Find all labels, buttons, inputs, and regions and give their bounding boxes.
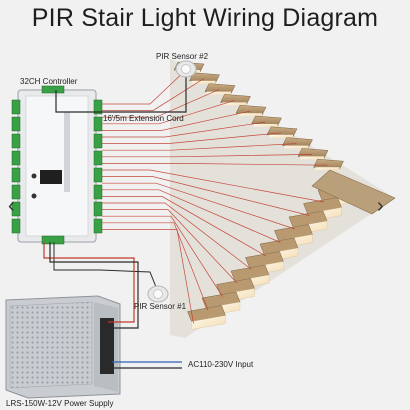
power-supply-unit xyxy=(5,295,121,399)
terminal xyxy=(93,201,103,217)
step-light xyxy=(269,134,293,138)
pir-sensor-1-label: PIR Sensor #1 xyxy=(134,302,187,311)
terminal xyxy=(93,184,103,200)
step-wire xyxy=(102,209,238,284)
step-wire xyxy=(102,163,328,166)
pir1-cable xyxy=(53,242,159,293)
controller-to-stair-wires xyxy=(102,67,328,324)
pir-sensor-1 xyxy=(147,285,169,303)
step-wire xyxy=(102,189,281,243)
step-wire xyxy=(102,215,223,297)
step-wire xyxy=(102,67,189,105)
lower-stair-steps xyxy=(187,183,357,330)
step-wire xyxy=(102,121,266,138)
step-wire xyxy=(102,78,204,111)
extension-cord-label: 16'/5m Extension Cord xyxy=(103,114,184,123)
dc-red-wire xyxy=(43,242,135,323)
step-wire xyxy=(102,222,209,311)
terminal xyxy=(93,99,103,115)
stair-landing xyxy=(311,169,396,215)
step-wire xyxy=(102,196,267,257)
terminal xyxy=(11,167,21,183)
page-title: PIR Stair Light Wiring Diagram xyxy=(31,4,379,32)
step-light xyxy=(191,80,216,84)
pir-sensor-2 xyxy=(175,60,197,78)
terminal xyxy=(11,116,21,132)
power-supply-label: LRS-150W-12V Power Supply xyxy=(6,399,114,408)
terminal xyxy=(93,150,103,166)
step-wire xyxy=(102,110,251,131)
step-wire xyxy=(102,169,325,203)
step-wire xyxy=(102,100,235,125)
controller-unit xyxy=(11,85,103,245)
terminal-block-left xyxy=(11,99,21,234)
pir-sensor-2-label: PIR Sensor #2 xyxy=(156,52,209,61)
terminal xyxy=(93,167,103,183)
terminal xyxy=(11,133,21,149)
step-light xyxy=(284,145,309,149)
power-supply-terminals xyxy=(100,318,114,374)
terminal-power xyxy=(41,235,65,245)
next-arrow-icon[interactable]: › xyxy=(377,195,384,217)
step-light xyxy=(300,156,324,160)
terminal xyxy=(93,133,103,149)
controller-button xyxy=(31,173,37,179)
controller-label: 32CH Controller xyxy=(20,77,78,86)
step-light xyxy=(238,113,262,117)
step-wire xyxy=(102,202,252,270)
step-wire xyxy=(102,176,310,216)
terminal xyxy=(11,201,21,217)
step-light xyxy=(207,91,231,95)
terminal xyxy=(11,218,21,234)
terminal-block-right xyxy=(93,99,103,234)
step-wire xyxy=(102,154,313,158)
step-wire xyxy=(102,143,297,151)
terminal xyxy=(93,116,103,132)
terminal xyxy=(11,184,21,200)
controller-button xyxy=(31,193,37,199)
terminal xyxy=(11,99,21,115)
ac-input-label: AC110-230V Input xyxy=(188,360,254,369)
step-light xyxy=(315,167,340,171)
step-wire xyxy=(102,229,194,324)
terminal xyxy=(11,150,21,166)
extension-cord-wire xyxy=(55,70,187,113)
terminal-sensor xyxy=(41,85,65,94)
prev-arrow-icon[interactable]: ‹ xyxy=(8,195,15,217)
controller-display xyxy=(40,170,62,184)
power-supply-mesh xyxy=(9,301,93,389)
step-wire xyxy=(102,182,296,230)
terminal xyxy=(93,218,103,234)
step-light xyxy=(222,102,247,106)
dc-black-wire xyxy=(49,242,139,329)
step-light xyxy=(191,315,226,330)
step-wire xyxy=(102,89,220,118)
step-light xyxy=(253,124,278,127)
step-wire xyxy=(102,132,282,144)
